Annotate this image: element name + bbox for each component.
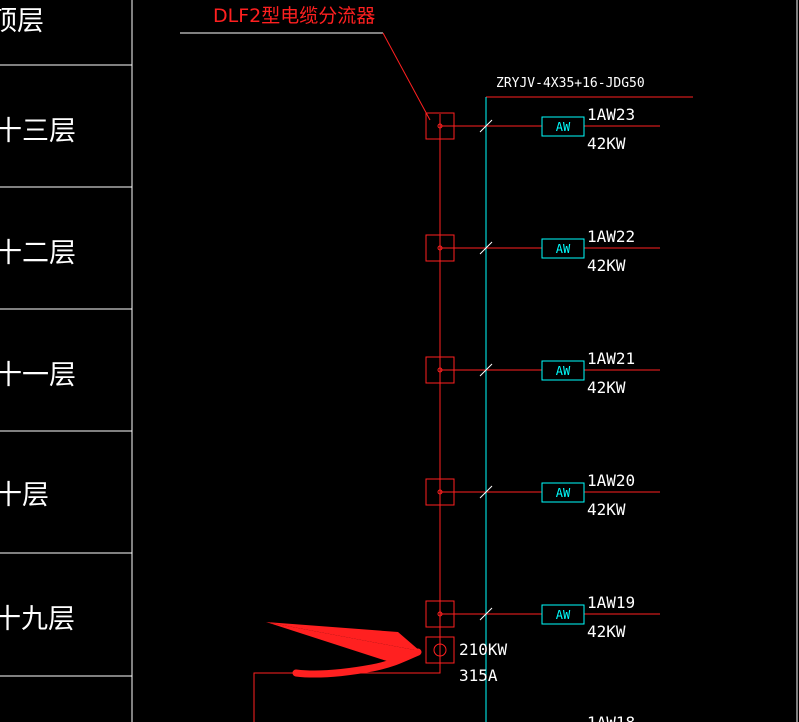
circuit-name: 1AW22 <box>587 227 635 246</box>
circuit-power: 42KW <box>587 134 626 153</box>
distribution-box-label: AW <box>556 486 571 500</box>
floor-label-21: 二十一层 <box>0 360 76 391</box>
branch-circuit: AW 1AW23 42KW <box>425 105 660 153</box>
distribution-box <box>541 116 585 137</box>
cable-tick-mark <box>479 241 493 255</box>
branch-circuits: AW 1AW23 42KW AW 1AW22 42KW AW 1AW21 42KW AW 1AW20… <box>425 105 660 641</box>
main-feed: 210KW 315A <box>253 636 508 722</box>
floor-table: 顶层 二十三层 二十二层 二十一层 二十层 十九层 <box>0 0 133 722</box>
main-feed-circle-icon <box>433 643 447 657</box>
main-feed-current: 315A <box>459 666 498 685</box>
cable-spec-label: ZRYJV-4X35+16-JDG50 <box>496 76 645 91</box>
distribution-box-label: AW <box>556 608 571 622</box>
floor-label-19: 十九层 <box>0 604 75 635</box>
floor-label-23: 二十三层 <box>0 116 76 147</box>
cable-tick-mark <box>479 119 493 133</box>
floor-label-22: 二十二层 <box>0 238 76 269</box>
circuit-power: 42KW <box>587 378 626 397</box>
distribution-box-label: AW <box>556 120 571 134</box>
main-feed-power: 210KW <box>459 640 508 659</box>
circuit-power: 42KW <box>587 500 626 519</box>
distribution-box <box>541 360 585 381</box>
distribution-box-label: AW <box>556 364 571 378</box>
circuit-name: 1AW21 <box>587 349 635 368</box>
circuit-power: 42KW <box>587 622 626 641</box>
branch-circuit: AW 1AW21 42KW <box>425 349 660 397</box>
branch-circuit: AW 1AW20 42KW <box>425 471 660 519</box>
distribution-box-label: AW <box>556 242 571 256</box>
circuit-name: 1AW20 <box>587 471 635 490</box>
distribution-box <box>541 238 585 259</box>
splitter-annotation: DLF2型电缆分流器 <box>180 5 431 121</box>
floor-label-top: 顶层 <box>0 6 44 37</box>
title-leader-line <box>382 32 431 121</box>
arrow-head-lower <box>266 622 420 664</box>
circuit-name: 1AW19 <box>587 593 635 612</box>
partial-circuit-label: 1AW18 <box>587 713 635 722</box>
cable-tick-mark <box>479 485 493 499</box>
distribution-box <box>541 482 585 503</box>
distribution-box <box>541 604 585 625</box>
hand-drawn-arrow-icon <box>266 622 422 678</box>
cable-tick-mark <box>479 607 493 621</box>
branch-circuit: AW 1AW22 42KW <box>425 227 660 275</box>
cable-tick-mark <box>479 363 493 377</box>
branch-circuit: AW 1AW19 42KW <box>425 593 660 641</box>
circuit-name: 1AW23 <box>587 105 635 124</box>
floor-label-20: 二十层 <box>0 480 49 511</box>
splitter-title: DLF2型电缆分流器 <box>213 5 375 27</box>
circuit-power: 42KW <box>587 256 626 275</box>
